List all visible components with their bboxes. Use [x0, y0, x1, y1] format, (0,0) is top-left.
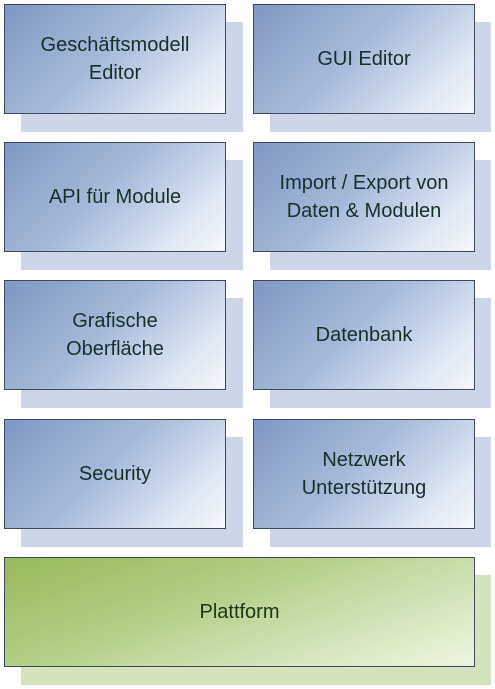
module-label: GUI Editor — [317, 48, 411, 70]
module-box-geschaeftsmodell-editor: Geschäftsmodell Editor — [4, 4, 226, 114]
module-box-api-fuer-module: API für Module — [4, 142, 226, 252]
module-label: Datenbank — [315, 324, 413, 346]
platform-label: Plattform — [199, 601, 280, 623]
module-box-grafische-oberflaeche: Grafische Oberfläche — [4, 280, 226, 390]
module-label: Geschäftsmodell Editor — [40, 34, 190, 84]
module-box-datenbank: Datenbank — [253, 280, 475, 390]
module-label: Security — [78, 463, 152, 485]
module-label: Import / Export von Daten & Modulen — [279, 172, 449, 222]
module-box-gui-editor: GUI Editor — [253, 4, 475, 114]
module-label: Grafische Oberfläche — [66, 310, 164, 360]
module-box-import-export: Import / Export von Daten & Modulen — [253, 142, 475, 252]
module-label: Netzwerk Unterstützung — [301, 449, 427, 499]
module-box-security: Security — [4, 419, 226, 529]
module-box-netzwerk-unterstuetzung: Netzwerk Unterstützung — [253, 419, 475, 529]
module-label: API für Module — [48, 186, 182, 208]
platform-box: Plattform — [4, 557, 475, 667]
